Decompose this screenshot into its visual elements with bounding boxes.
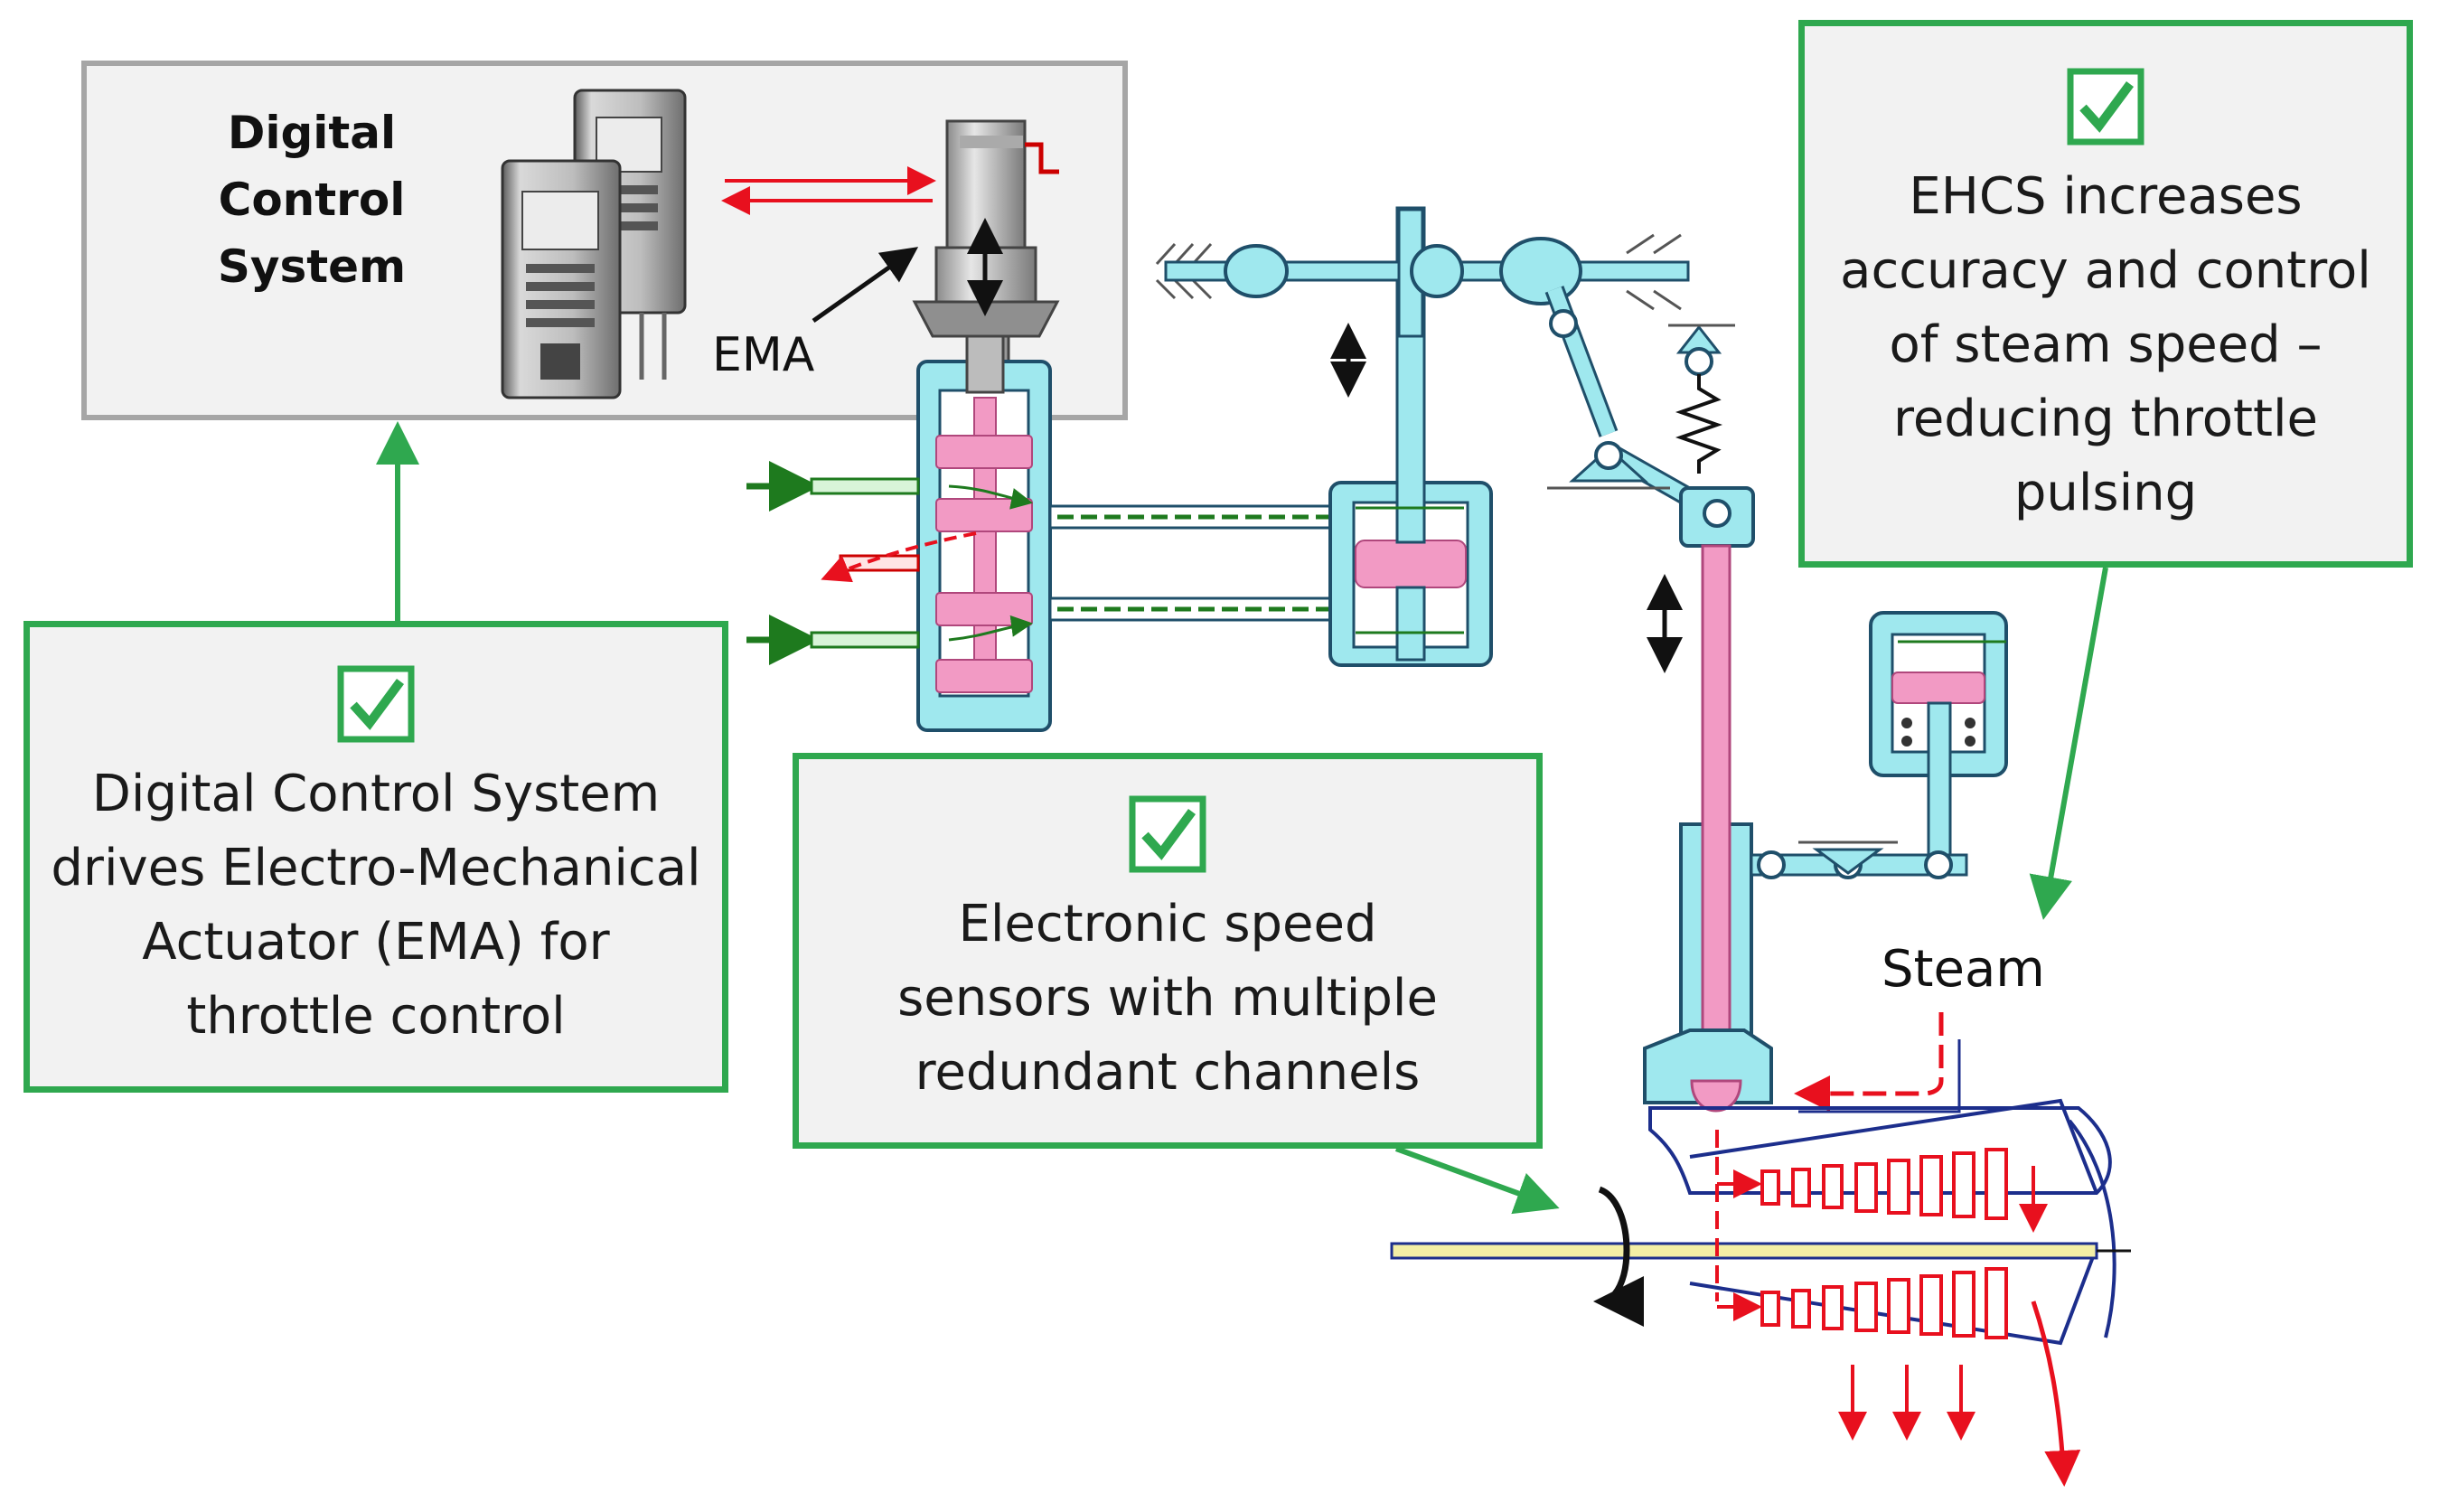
turbine xyxy=(1390,1098,2131,1346)
callout-ehcs: EHCS increases accuracy and control of s… xyxy=(1798,20,2413,568)
server-cabinet-icon xyxy=(501,89,687,399)
check-box-icon xyxy=(1129,795,1206,873)
turbine-blades xyxy=(1760,1148,2008,1339)
upper-linkage xyxy=(1155,208,1755,548)
callout-sensors-text: Electronic speed sensors with multiple r… xyxy=(897,895,1438,1102)
callout-sensors: Electronic speed sensors with multiple r… xyxy=(793,753,1543,1149)
oil-supply-lines xyxy=(746,461,1033,665)
steam-path xyxy=(1715,1130,2081,1487)
ema-pointer xyxy=(812,247,919,324)
rotation-arrow-icon xyxy=(1593,1186,1645,1327)
secondary-servo xyxy=(1750,611,2008,879)
check-box-icon xyxy=(337,665,415,743)
check-box-icon xyxy=(2067,68,2144,146)
callout-dcs-text: Digital Control System drives Electro-Me… xyxy=(51,765,701,1046)
callout-connector-ehcs xyxy=(2029,567,2108,920)
throttle-valve xyxy=(1643,544,1773,1113)
pilot-valve xyxy=(916,334,1052,732)
callout-dcs: Digital Control System drives Electro-Me… xyxy=(23,621,728,1093)
ema-label: EMA xyxy=(712,328,815,382)
callout-connector-sensors xyxy=(1394,1146,1560,1215)
turbine-shaft xyxy=(1390,1242,2098,1260)
callout-ehcs-text: EHCS increases accuracy and control of s… xyxy=(1840,167,2371,522)
steam-label: Steam xyxy=(1882,940,2045,999)
dcs-title: Digital Control System xyxy=(217,107,407,293)
steam-inlet xyxy=(1794,1012,1961,1113)
servo-lines xyxy=(1048,504,1336,622)
